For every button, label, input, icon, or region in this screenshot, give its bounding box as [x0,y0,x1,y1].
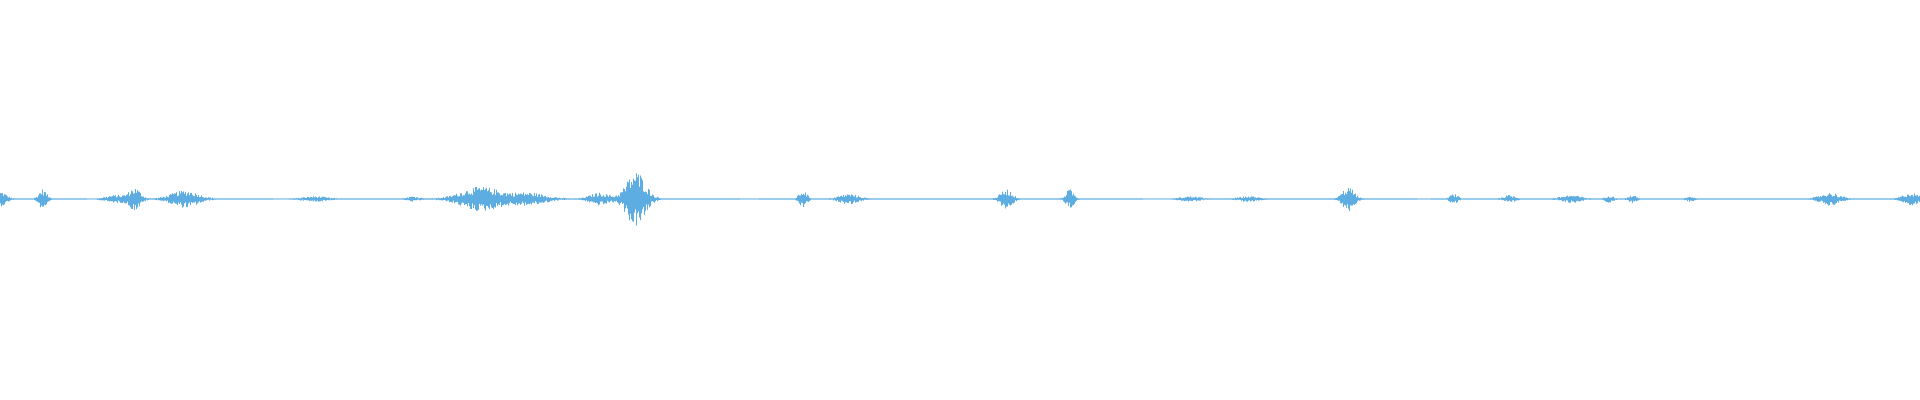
waveform-plot [0,173,1920,226]
